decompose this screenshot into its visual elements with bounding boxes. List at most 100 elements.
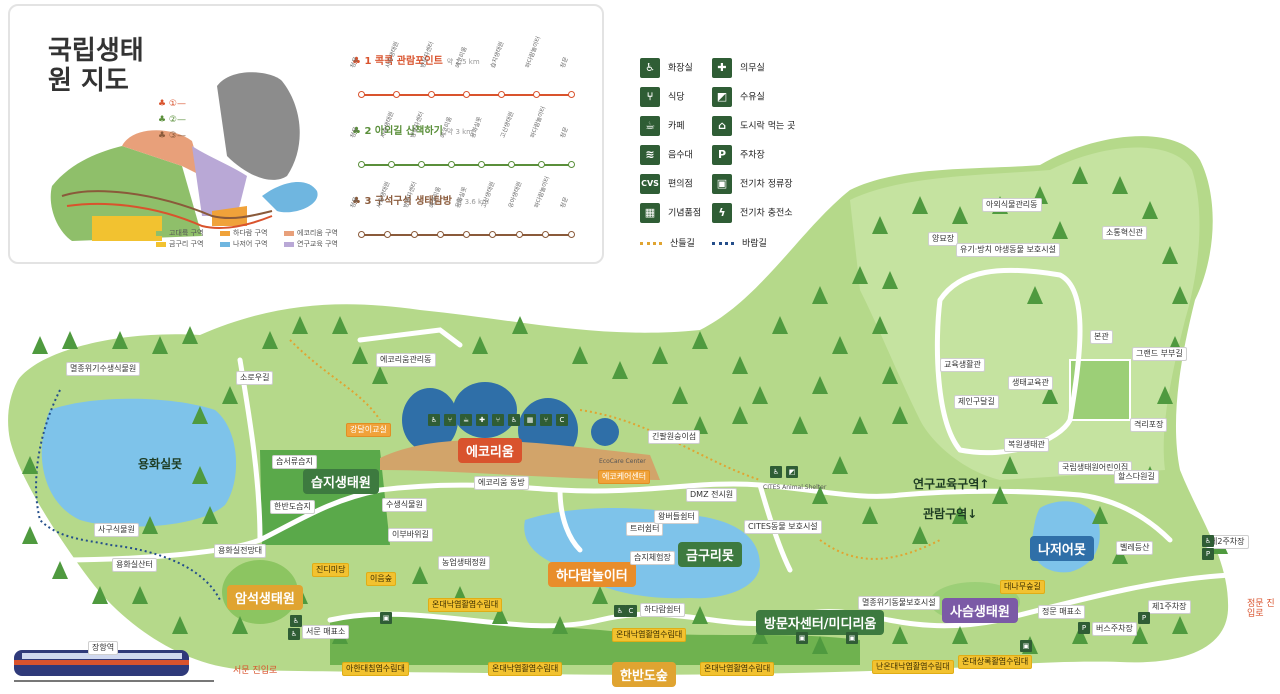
- inset-minimap: [50, 72, 318, 241]
- tree-icon: [812, 636, 828, 654]
- zone-label-10[interactable]: 용화실못: [138, 457, 183, 471]
- map-label[interactable]: 교육생활관: [940, 358, 985, 372]
- map-label[interactable]: 하다람쉼터: [640, 603, 685, 617]
- tree-icon: [62, 331, 78, 349]
- map-label[interactable]: 용화실전망대: [214, 544, 267, 558]
- map-label[interactable]: 긴팔원숭이섬: [648, 430, 701, 444]
- map-label[interactable]: 용화실산터: [112, 558, 157, 572]
- map-label[interactable]: 수생식물원: [382, 498, 427, 512]
- map-label[interactable]: 서문 진입로: [233, 666, 278, 676]
- map-label[interactable]: CITES Animal Shelter: [763, 484, 827, 491]
- map-label[interactable]: 이부바위길: [388, 528, 433, 542]
- map-label[interactable]: 격리포장: [1130, 418, 1168, 432]
- map-label[interactable]: 트러쉼터: [626, 522, 664, 536]
- map-label[interactable]: 버스주차장: [1092, 622, 1137, 636]
- zone-label-11[interactable]: 연구교육구역↑: [913, 477, 990, 491]
- tree-icon: [912, 196, 928, 214]
- tree-icon: [1162, 246, 1178, 264]
- facility-icon: C: [625, 605, 637, 617]
- zone-name: 금구리 구역: [169, 240, 204, 248]
- map-label[interactable]: 사구식물원: [94, 523, 139, 537]
- parking-icon: P: [712, 145, 732, 165]
- zone-label-7[interactable]: 나저어못: [1030, 536, 1094, 561]
- route-stop-dot: [463, 91, 470, 98]
- map-label[interactable]: 습지체험장: [630, 551, 675, 565]
- map-label[interactable]: 멸종위기수생식물원: [66, 362, 141, 376]
- map-label[interactable]: 제인구달길: [954, 395, 999, 409]
- map-label[interactable]: 서문 매표소: [302, 625, 350, 639]
- tree-icon: [512, 316, 528, 334]
- facility-icon: ♿: [614, 605, 626, 617]
- legend-line-item: 산들길: [640, 236, 695, 249]
- map-label[interactable]: 에코리움관리동: [376, 353, 436, 367]
- first-aid-icon: ✚: [712, 58, 732, 78]
- map-label[interactable]: 습서류습지: [272, 455, 317, 469]
- facility-icon: ▣: [796, 632, 808, 644]
- map-label[interactable]: 소로우길: [236, 371, 274, 385]
- map-label[interactable]: 소통혁신관: [1102, 226, 1147, 240]
- facility-icon: P: [1138, 612, 1150, 624]
- sandeulgil-path: [289, 339, 941, 560]
- legend-item: ▣전기차 정류장: [712, 174, 793, 194]
- route-stop-label: 정문: [559, 126, 570, 139]
- route-number: ♣ 2: [352, 126, 375, 137]
- tree-icon: [372, 366, 388, 384]
- map-label[interactable]: 한반도습지: [270, 500, 315, 514]
- zone-label-1[interactable]: 에코리움: [458, 438, 522, 463]
- tree-icon: [852, 266, 868, 284]
- map-label[interactable]: 에코케어센터: [598, 470, 651, 484]
- tree-icon: [652, 346, 668, 364]
- zone-label-6[interactable]: 사슴생태원: [942, 598, 1018, 623]
- legend-label: 도시락 먹는 곳: [740, 121, 796, 132]
- zone-label-12[interactable]: 관람구역↓: [923, 507, 978, 521]
- cafe-icon: ☕: [640, 116, 660, 136]
- map-label[interactable]: 온대상록활엽수림대: [958, 655, 1033, 669]
- map-label[interactable]: 온대낙엽활엽수림대: [428, 598, 503, 612]
- map-label[interactable]: 진디미당: [312, 563, 350, 577]
- map-label[interactable]: 에코리움 동방: [474, 476, 529, 490]
- map-label[interactable]: 온대낙엽활엽수림대: [612, 628, 687, 642]
- map-label[interactable]: 제1주차장: [1148, 600, 1191, 614]
- route-stop-dot: [463, 231, 470, 238]
- map-label[interactable]: 농업생태정원: [438, 556, 491, 570]
- map-label[interactable]: 정문 진입로: [1247, 599, 1275, 619]
- tree-icon: [1027, 286, 1043, 304]
- map-label[interactable]: 유기·방치 야생동물 보호시설: [956, 243, 1060, 257]
- map-label[interactable]: 온대낙엽활엽수림대: [488, 662, 563, 676]
- zone-label-4[interactable]: 금구리못: [678, 542, 742, 567]
- map-label[interactable]: 아한대침엽수림대: [342, 662, 409, 676]
- zone-label-2[interactable]: 습지생태원: [303, 469, 379, 494]
- map-label[interactable]: 벨레등산: [1116, 541, 1154, 555]
- map-label[interactable]: 할스다원길: [1114, 470, 1159, 484]
- map-label[interactable]: 장항역: [88, 641, 119, 655]
- route-stop-dot: [388, 161, 395, 168]
- zone-label-9[interactable]: 한반도숲: [612, 662, 676, 687]
- map-label[interactable]: 그랜드 부부길: [1132, 347, 1187, 361]
- map-label[interactable]: 정문 매표소: [1038, 605, 1086, 619]
- map-label[interactable]: 아외식물관리동: [982, 198, 1042, 212]
- map-label[interactable]: DMZ 전시원: [686, 488, 738, 502]
- tree-icon: [352, 346, 368, 364]
- route-stop-dot: [410, 231, 418, 238]
- tree-icon: [172, 616, 188, 634]
- map-label[interactable]: EcoCare Center: [599, 458, 646, 465]
- map-label[interactable]: CITES동물 보호시설: [744, 520, 822, 534]
- map-label[interactable]: 대나무숲길: [1000, 580, 1045, 594]
- zone-label-5[interactable]: 방문자센터/미디리움: [756, 610, 885, 635]
- zone-label-8[interactable]: 암석생태원: [227, 585, 303, 610]
- route-stop-label: 하다람놀이터: [529, 105, 548, 139]
- map-label[interactable]: 왕버들쉼터: [654, 510, 699, 524]
- map-label[interactable]: 멸종위기동물보호시설: [858, 596, 940, 610]
- map-label[interactable]: 양묘장: [928, 232, 959, 246]
- map-label[interactable]: 복원생태관: [1004, 438, 1049, 452]
- map-label[interactable]: 국립생태원어린이집: [1058, 461, 1133, 475]
- map-label[interactable]: 난온대낙엽활엽수림대: [872, 660, 954, 674]
- map-label[interactable]: 이음숲: [366, 572, 397, 586]
- zone-label-3[interactable]: 하다람놀이터: [548, 562, 636, 587]
- map-label[interactable]: 온대낙엽활엽수림대: [700, 662, 775, 676]
- map-label[interactable]: 생태교육관: [1008, 376, 1053, 390]
- map-label[interactable]: 본관: [1090, 330, 1113, 344]
- route-stop-dot: [448, 161, 455, 168]
- map-label[interactable]: 강달이교실: [346, 423, 391, 437]
